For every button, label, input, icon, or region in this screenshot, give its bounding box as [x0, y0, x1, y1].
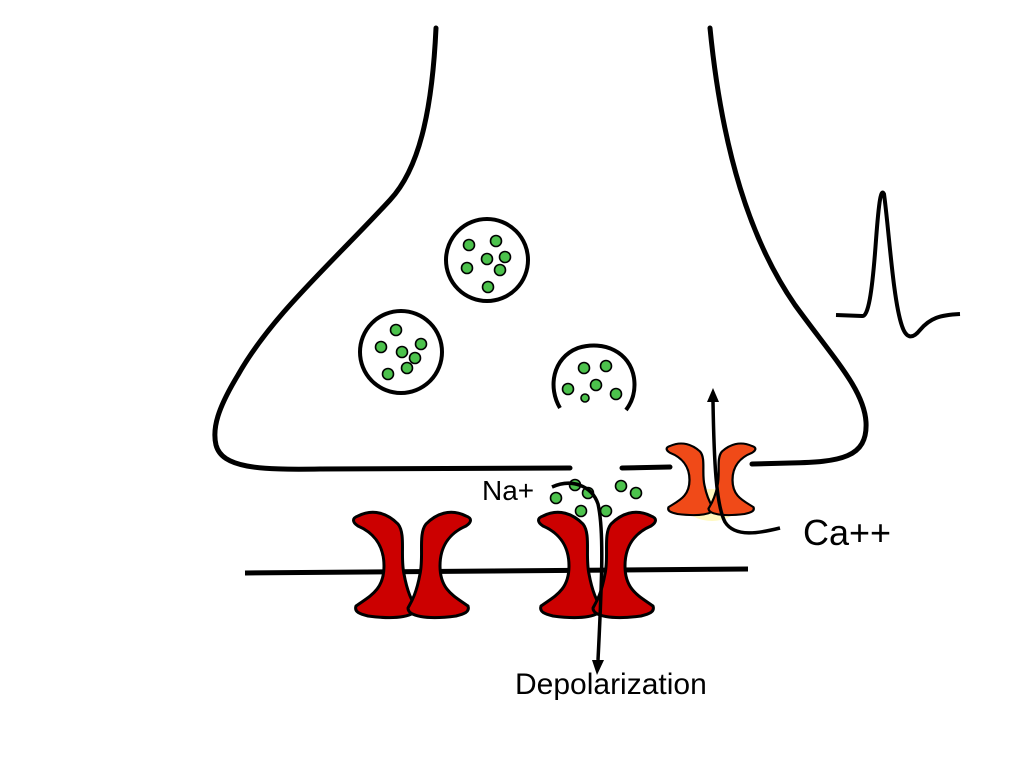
neurotransmitter-dot — [414, 337, 428, 351]
neurotransmitter-dot — [629, 486, 643, 500]
neurotransmitter-dot — [389, 323, 403, 337]
neurotransmitter-dot — [574, 504, 588, 518]
terminal-membrane-mid — [619, 464, 673, 471]
terminal-right-wall — [707, 25, 869, 467]
arrowhead-down-icon — [592, 660, 604, 675]
neurotransmitter-dot — [561, 382, 575, 396]
neurotransmitter-dot — [489, 234, 503, 248]
neurotransmitter-dot — [374, 340, 388, 354]
neurotransmitter-dot — [400, 361, 414, 375]
calcium-channel — [665, 442, 757, 517]
neurotransmitter-dot — [493, 263, 507, 277]
calcium-ion-label: Ca++ — [803, 512, 892, 553]
action-potential-icon — [835, 190, 961, 339]
terminal-left-wall — [212, 25, 573, 472]
neurotransmitter-dot — [580, 393, 590, 403]
postsynaptic-channel-left — [352, 510, 472, 620]
neurotransmitter-dot — [462, 238, 476, 252]
presynaptic-terminal — [212, 25, 869, 472]
postsynaptic-channel-center — [537, 510, 657, 620]
vesicle-fusing — [551, 343, 637, 412]
neurotransmitter-dot — [609, 387, 623, 401]
sodium-ion-label: Na+ — [482, 475, 535, 506]
neurotransmitter-dot — [460, 261, 474, 275]
arrowhead-up-icon — [707, 388, 719, 402]
sodium-flow-arrow — [551, 481, 604, 661]
neurotransmitter-dot — [599, 504, 613, 518]
neurotransmitter-dot — [408, 351, 422, 365]
calcium-flow-arrow — [711, 401, 781, 535]
neurotransmitter-dot — [549, 491, 563, 505]
neurotransmitter-dot — [481, 280, 495, 294]
neurotransmitters — [374, 234, 643, 518]
neurotransmitter-dot — [589, 378, 603, 392]
postsynaptic-membrane — [244, 566, 749, 576]
neurotransmitter-dot — [395, 345, 409, 359]
neurotransmitter-dot — [480, 252, 494, 266]
neurotransmitter-dot — [614, 479, 628, 493]
neurotransmitter-dot — [577, 361, 591, 375]
neurotransmitter-dot — [498, 250, 512, 264]
depolarization-label: Depolarization — [515, 668, 707, 701]
neurotransmitter-dot — [381, 367, 395, 381]
neurotransmitter-dot — [599, 359, 613, 373]
